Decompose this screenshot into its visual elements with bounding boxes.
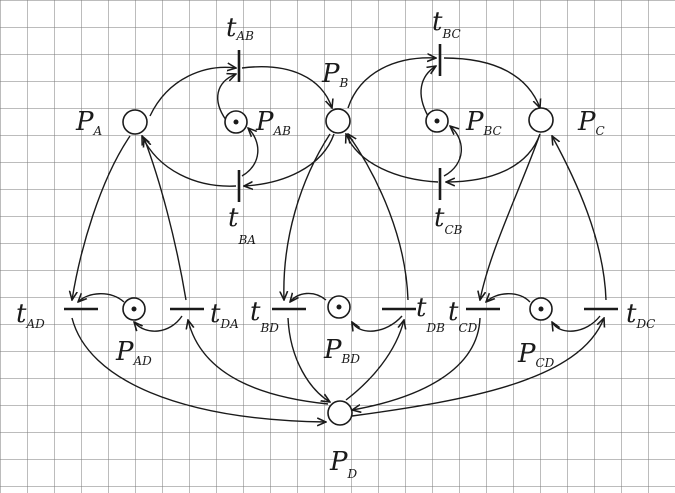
transitions (64, 44, 618, 311)
place-pbc-token (434, 118, 440, 124)
label-tdc: tDC (626, 299, 655, 331)
place-pb (325, 108, 351, 134)
label-tba: tBA (228, 203, 256, 247)
place-pad-token (131, 306, 137, 312)
arc-tba-pab (241, 128, 259, 177)
label-tcd: tCD (448, 297, 478, 335)
arc-tda-pa (144, 138, 187, 301)
arc-pb-tbc (347, 58, 436, 109)
arc-pab-tab (217, 74, 236, 121)
label-pa: PA (75, 107, 103, 138)
arc-tda-pad (134, 315, 183, 332)
place-pa (122, 109, 148, 135)
arc-pd-tdc (351, 318, 604, 417)
arc-tdc-pc (552, 136, 607, 301)
place-pab-token (233, 119, 239, 125)
arc-tdb-pb (348, 134, 409, 301)
arc-tdc-pcd (552, 315, 601, 332)
arc-tcb-pbc (443, 126, 463, 177)
label-tab: tAB (226, 13, 254, 43)
places (122, 107, 554, 426)
arc-tab-pb (241, 66, 332, 108)
labels: PA PB PC PD PAB PBC PAD PBD PCD tAB tBA … (16, 7, 655, 481)
label-pad: PAD (115, 337, 152, 368)
arc-pad-tad (78, 294, 125, 302)
label-tbc: tBC (432, 7, 461, 41)
arc-tbd-pd (287, 317, 330, 402)
label-tcb: tCB (434, 203, 463, 237)
arc-pb-tba (244, 133, 335, 186)
label-pb: PB (321, 59, 349, 90)
label-pc: PC (577, 107, 605, 138)
place-pcd-token (538, 306, 544, 312)
arc-pd-tda (188, 320, 329, 405)
arc-pc-tcd (480, 133, 541, 300)
label-pbc: PBC (465, 107, 502, 138)
arc-tad-pd (71, 317, 326, 422)
arc-pbd-tbd (290, 293, 327, 302)
arc-tdb-pbd (352, 315, 403, 332)
label-tdb: tDB (416, 293, 445, 335)
place-pd (327, 400, 353, 426)
arc-pa-tab (149, 67, 236, 117)
arc-pbc-tbc (420, 66, 436, 117)
label-pbd: PBD (323, 335, 360, 366)
arc-pb-tbd (284, 133, 331, 300)
place-pc (528, 107, 554, 133)
arcs (71, 57, 607, 422)
arc-pcd-tcd (486, 294, 531, 302)
label-tbd: tBD (250, 297, 279, 335)
label-pab: PAB (255, 107, 291, 138)
arc-pc-tcb (446, 133, 541, 182)
arc-tcd-pd (352, 317, 481, 410)
label-pcd: PCD (517, 339, 555, 370)
label-tda: tDA (210, 299, 239, 331)
place-pbd-token (336, 304, 342, 310)
arc-pd-tdb (345, 320, 404, 401)
arc-pa-tad (72, 135, 131, 300)
label-pd: PD (329, 447, 358, 481)
label-tad: tAD (16, 299, 45, 331)
arc-tbc-pc (443, 57, 540, 108)
